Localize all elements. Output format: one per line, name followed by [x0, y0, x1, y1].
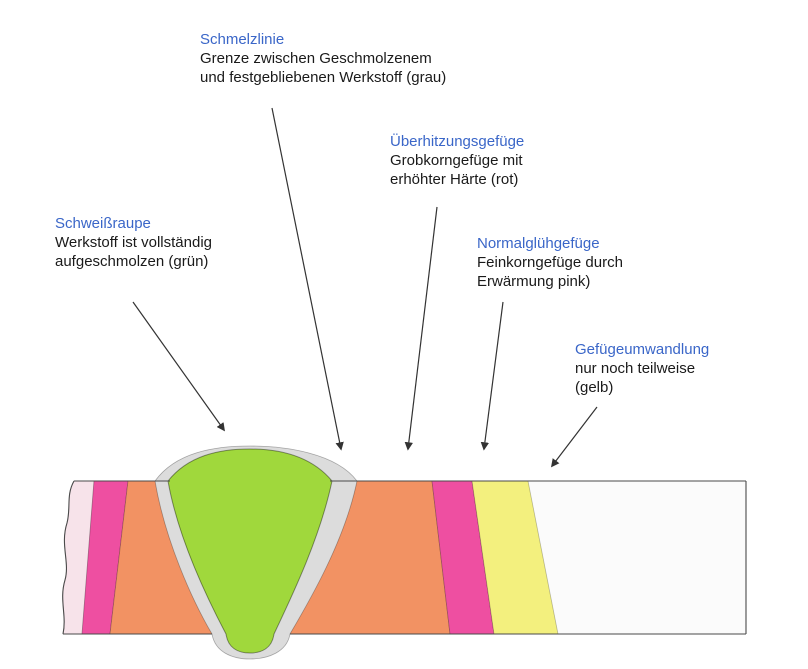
plate-outline-torn-left-edge — [62, 480, 75, 635]
annotation-schmelzlinie: Schmelzlinie Grenze zwischen Geschmolzen… — [200, 30, 446, 87]
annotation-title: Überhitzungsgefüge — [390, 133, 525, 150]
annotation-line: erhöhter Härte (rot) — [390, 171, 519, 188]
zone-weld-bead — [167, 448, 333, 654]
annotation-line: (gelb) — [575, 379, 614, 396]
annotation-normalgluehgefuege: Normalglühgefüge Feinkorngefüge durch Er… — [477, 234, 623, 291]
annotation-line: Grenze zwischen Geschmolzenem — [200, 50, 432, 67]
annotation-line: Feinkorngefüge durch — [477, 254, 623, 271]
arrow-normalgluehgefuege — [480, 301, 504, 451]
annotation-ueberhitzungsgefuege: Überhitzungsgefüge Grobkorngefüge mit er… — [390, 132, 524, 189]
annotation-line: und festgebliebenen Werkstoff (grau) — [200, 69, 447, 86]
annotation-line: aufgeschmolzen (grün) — [55, 253, 209, 270]
annotation-title: Schmelzlinie — [200, 31, 285, 48]
annotation-schweissraupe: Schweißraupe Werkstoff ist vollständig a… — [55, 214, 212, 271]
annotation-line: Erwärmung pink) — [477, 273, 591, 290]
arrow-gefuegeumwandlung — [550, 406, 598, 468]
annotation-line: Grobkorngefüge mit — [390, 152, 523, 169]
arrow-schweissraupe — [132, 301, 225, 432]
annotation-title: Gefügeumwandlung — [575, 341, 710, 358]
annotation-title: Schweißraupe — [55, 215, 151, 232]
annotation-line: Werkstoff ist vollständig — [55, 234, 213, 251]
annotation-title: Normalglühgefüge — [477, 235, 600, 252]
arrow-ueberhitzungsgefuege — [404, 206, 438, 451]
arrow-schmelzlinie — [271, 107, 344, 451]
annotation-line: nur noch teilweise — [575, 360, 696, 377]
annotation-gefuegeumwandlung: Gefügeumwandlung nur noch teilweise (gel… — [575, 340, 709, 397]
